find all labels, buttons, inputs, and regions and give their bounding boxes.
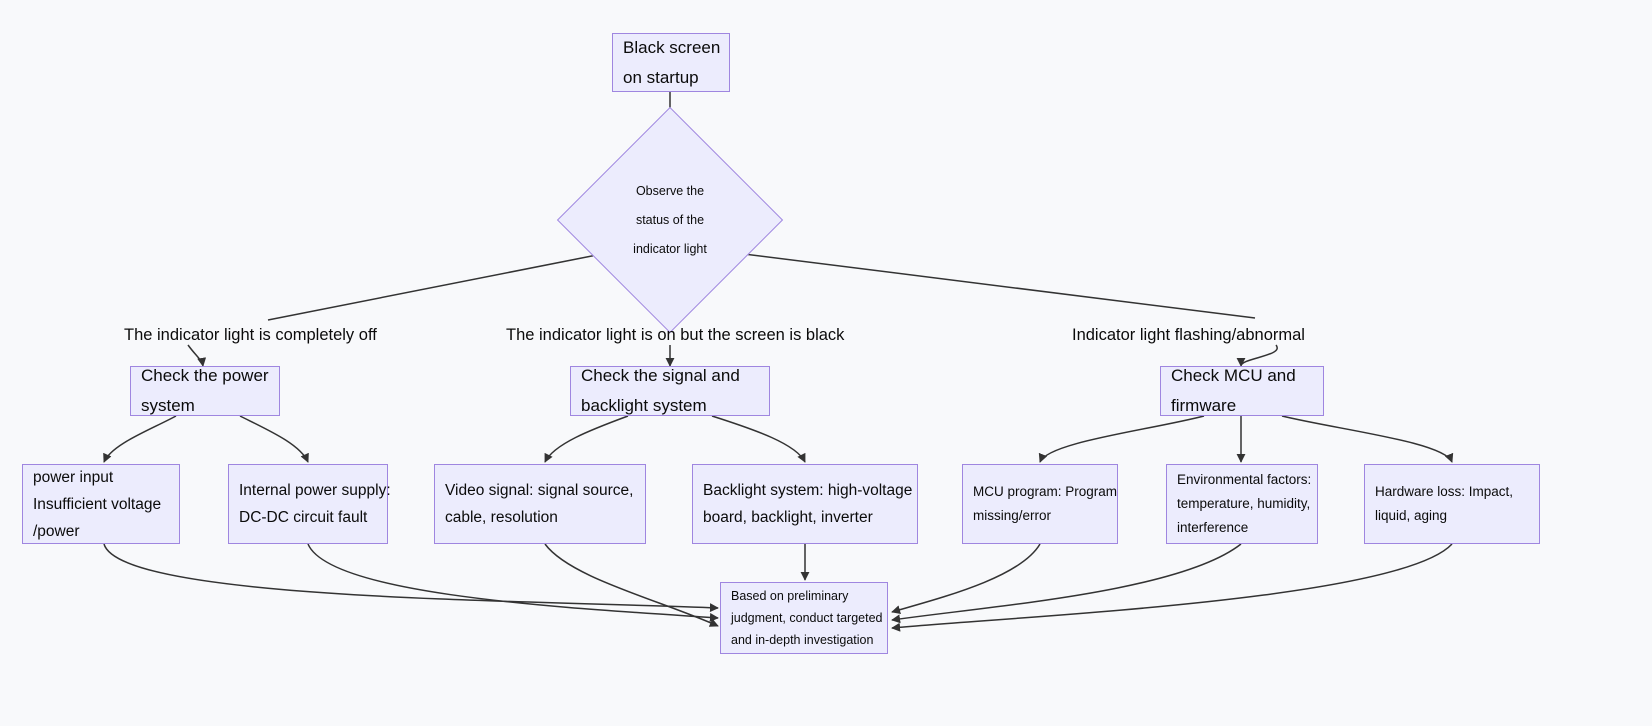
edge-checksignal-to-video — [544, 415, 629, 463]
node-decision-line-1: Observe the — [635, 183, 705, 198]
edge-checkpower-to-powerinput — [103, 415, 177, 463]
edge-video-to-final — [544, 543, 719, 627]
node-video-signal[interactable]: Video signal: signal source, cable, reso… — [434, 464, 646, 544]
node-environment-line-3: interference — [1177, 520, 1249, 535]
node-mcu-program-line-1: MCU program: Program — [973, 484, 1118, 499]
node-hardware-loss-line-2: liquid, aging — [1375, 508, 1448, 523]
node-mcu-program-line-2: missing/error — [973, 508, 1052, 523]
node-power-input-line-3: /power — [33, 522, 80, 540]
node-environment-line-1: Environmental factors: — [1177, 472, 1312, 487]
edge-checkpower-to-internal — [239, 415, 309, 463]
decision-text: Observe the status of the indicator ligh… — [590, 140, 750, 300]
node-internal-supply-line-2: DC-DC circuit fault — [239, 509, 368, 526]
node-backlight-line-1: Backlight system: high-voltage — [703, 482, 913, 499]
node-hardware-loss[interactable]: Hardware loss: Impact, liquid, aging — [1364, 464, 1540, 544]
node-check-mcu-line-1: Check MCU and — [1171, 366, 1296, 385]
node-environmental-factors[interactable]: Environmental factors: temperature, humi… — [1166, 464, 1318, 544]
node-check-signal-backlight[interactable]: Check the signal and backlight system — [570, 366, 770, 416]
node-check-mcu-line-2: firmware — [1171, 396, 1237, 415]
edge-environment-to-final — [891, 543, 1242, 624]
node-decision-line-3: indicator light — [633, 241, 707, 256]
node-power-input-line-2: Insufficient voltage — [33, 495, 162, 513]
node-start-line-1: Black screen — [623, 37, 721, 57]
node-decision-line-2: status of the — [635, 212, 705, 227]
node-backlight-system[interactable]: Backlight system: high-voltage board, ba… — [692, 464, 918, 544]
edge-label-indicator-off: The indicator light is completely off — [124, 326, 377, 344]
node-check-signal-line-2: backlight system — [581, 396, 707, 415]
node-start-line-2: on startup — [623, 67, 699, 87]
node-final-line-2: judgment, conduct targeted — [731, 611, 883, 625]
node-hardware-loss-line-1: Hardware loss: Impact, — [1375, 484, 1514, 499]
node-power-input[interactable]: power input Insufficient voltage /power — [22, 464, 180, 544]
node-check-power-line-2: system — [141, 396, 195, 415]
node-check-power-system[interactable]: Check the power system — [130, 366, 280, 416]
node-backlight-line-2: board, backlight, inverter — [703, 509, 873, 526]
edge-checkmcu-to-mcuprogram — [1038, 415, 1205, 463]
node-mcu-program[interactable]: MCU program: Program missing/error — [962, 464, 1118, 544]
node-final-line-3: and in-depth investigation — [731, 633, 874, 647]
edge-mcuprogram-to-final — [891, 543, 1041, 615]
node-start[interactable]: Black screen on startup — [612, 33, 730, 92]
node-decision[interactable]: Observe the status of the indicator ligh… — [556, 106, 784, 334]
edge-checkmcu-to-hardware — [1281, 415, 1454, 463]
edge-decision-to-flash — [727, 251, 1256, 319]
edge-checksignal-to-backlight — [711, 415, 806, 463]
node-final-investigation[interactable]: Based on preliminary judgment, conduct t… — [720, 582, 888, 654]
edge-powerinput-to-final — [103, 543, 719, 613]
node-check-power-line-1: Check the power — [141, 366, 269, 385]
node-environment-line-2: temperature, humidity, — [1177, 496, 1311, 511]
edge-hardware-to-final — [891, 543, 1453, 632]
node-internal-supply-line-1: Internal power supply: — [239, 482, 391, 499]
node-video-signal-line-1: Video signal: signal source, — [445, 482, 634, 499]
edge-internal-to-final — [307, 543, 719, 622]
node-check-mcu-firmware[interactable]: Check MCU and firmware — [1160, 366, 1324, 416]
node-power-input-line-1: power input — [33, 468, 114, 486]
node-final-line-1: Based on preliminary — [731, 589, 849, 603]
edge-label-indicator-on: The indicator light is on but the screen… — [506, 326, 845, 344]
edge-label-indicator-flashing: Indicator light flashing/abnormal — [1072, 326, 1305, 344]
node-check-signal-line-1: Check the signal and — [581, 366, 740, 385]
edge-decision-to-off — [267, 251, 613, 321]
node-video-signal-line-2: cable, resolution — [445, 509, 558, 526]
node-internal-power-supply[interactable]: Internal power supply: DC-DC circuit fau… — [228, 464, 391, 544]
